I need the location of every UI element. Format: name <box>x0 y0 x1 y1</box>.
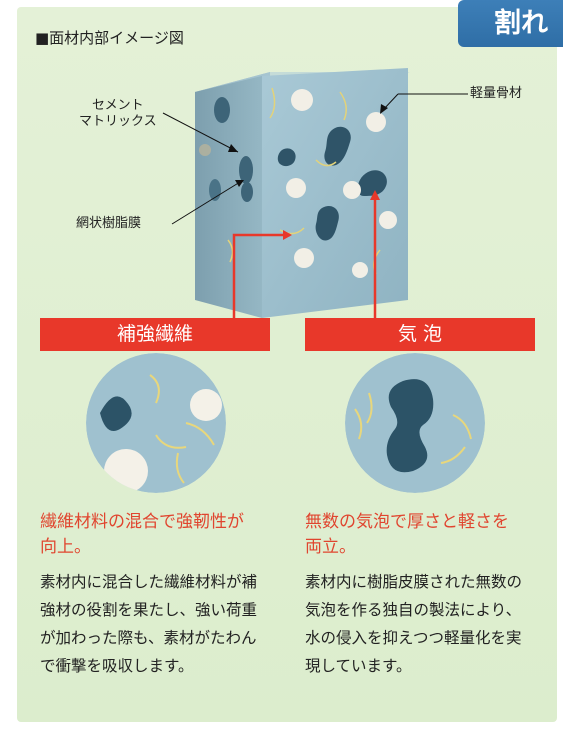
bubble-headline: 無数の気泡で厚さと軽さを両立。 <box>305 512 509 557</box>
fiber-description: 素材内に混合した繊維材料が補強材の役割を果たし、強い荷重が加わった際も、素材がた… <box>40 573 258 675</box>
resin-mesh-callout: 網状樹脂膜 <box>76 216 142 231</box>
cement-matrix-callout: セメント マトリックス <box>79 98 157 129</box>
section-tab: 割れ <box>458 0 563 47</box>
material-cube-illustration <box>162 68 468 318</box>
lightweight-aggregate-callout: 軽量骨材 <box>470 86 523 101</box>
air-bubble-label: 気 泡 <box>305 318 535 351</box>
reinforcing-fiber-label: 補強繊維 <box>40 318 270 351</box>
bubble-description: 素材内に樹脂皮膜された無数の気泡を作る独自の製法により、水の侵入を抑えつつ軽量化… <box>305 573 523 675</box>
fiber-headline: 繊維材料の混合で強靭性が向上。 <box>40 512 244 557</box>
fiber-zoom-circle <box>86 353 226 493</box>
figure-title: ■面材内部イメージ図 <box>35 29 184 47</box>
bubble-zoom-circle <box>345 353 485 493</box>
